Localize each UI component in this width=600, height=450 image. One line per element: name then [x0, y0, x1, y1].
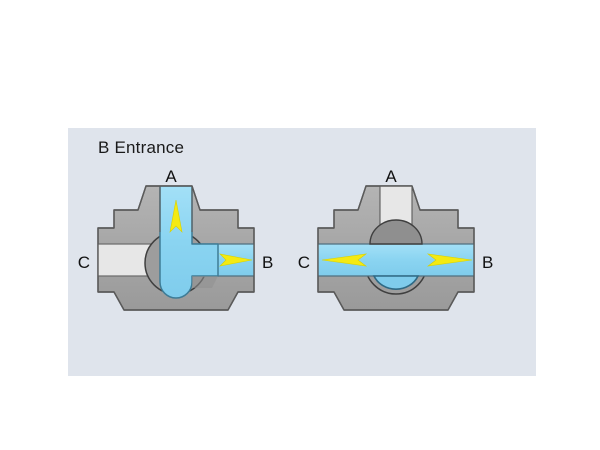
valve-left-graphic: A [78, 167, 273, 311]
valve-left-port-b-label: B [262, 253, 273, 272]
diagram-panel: B Entrance [68, 128, 536, 376]
valve-left-arrow-up [169, 199, 183, 233]
valve-right-ball-upper-arc [369, 219, 423, 245]
valve-left-seat-shadow [192, 276, 218, 288]
valve-right-port-b-label: B [482, 253, 493, 272]
valve-right-arrow-left [321, 253, 368, 267]
valve-left-port-c-label: C [78, 253, 90, 272]
valve-right-graphic: A [298, 167, 493, 311]
valve-right: A [298, 167, 508, 350]
valve-left-body-outline [97, 185, 255, 311]
valve-left-arrow-right [219, 253, 253, 267]
panel-title: B Entrance [98, 138, 185, 157]
valve-right-body-outline [317, 185, 475, 311]
valve-left: A [78, 167, 288, 350]
valve-right-port-a-label: A [385, 167, 397, 186]
valve-right-port-c-label: C [298, 253, 310, 272]
valve-right-ball-lower-cavity [372, 275, 420, 291]
valve-left-port-a-label: A [165, 167, 177, 186]
valve-right-arrow-right [426, 253, 473, 267]
